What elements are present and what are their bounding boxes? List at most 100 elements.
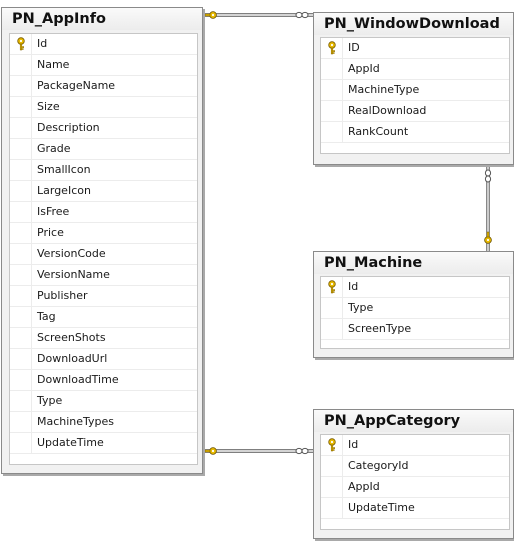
column-name: CategoryId [348,459,409,472]
row-selector [10,391,32,411]
column-row[interactable]: UpdateTime [10,433,197,454]
column-name: Id [37,37,48,50]
column-row[interactable]: ScreenShots [10,328,197,349]
row-selector [10,202,32,222]
column-name: VersionName [37,268,110,281]
column-name: Size [37,100,60,113]
column-row[interactable]: UpdateTime [321,498,509,519]
column-name: Tag [37,310,56,323]
relationship-line [486,165,490,251]
infinity-icon [295,11,309,19]
table-title[interactable]: PN_AppInfo [2,8,202,30]
column-name: Name [37,58,70,71]
column-row[interactable]: CategoryId [321,456,509,477]
row-selector [321,80,343,100]
column-row[interactable]: ScreenType [321,319,509,340]
column-row[interactable]: AppId [321,59,509,80]
column-row[interactable]: LargeIcon [10,181,197,202]
row-selector [10,97,32,117]
row-selector [321,38,343,58]
column-row[interactable]: AppId [321,477,509,498]
infinity-icon [484,169,492,183]
column-row[interactable]: Id [321,435,509,456]
column-row[interactable]: Price [10,223,197,244]
column-row[interactable]: MachineTypes [10,412,197,433]
column-row[interactable]: Size [10,97,197,118]
row-selector [10,244,32,264]
column-name: RealDownload [348,104,427,117]
primary-key-icon [328,438,336,452]
row-selector [10,76,32,96]
row-selector [10,160,32,180]
column-row[interactable]: IsFree [10,202,197,223]
column-name: PackageName [37,79,116,92]
table-title[interactable]: PN_WindowDownload [314,13,513,35]
column-row[interactable]: Tag [10,307,197,328]
column-name: Type [348,301,374,314]
column-row[interactable]: Id [321,277,509,298]
column-row[interactable]: VersionCode [10,244,197,265]
column-name: Type [37,394,63,407]
row-selector [10,139,32,159]
row-selector [10,265,32,285]
key-icon [204,447,217,455]
column-name: DownloadTime [37,373,119,386]
column-name: VersionCode [37,247,106,260]
column-row[interactable]: DownloadTime [10,370,197,391]
row-selector [321,59,343,79]
row-selector [10,55,32,75]
column-name: MachineTypes [37,415,115,428]
column-name: ScreenShots [37,331,106,344]
row-selector [10,181,32,201]
column-name: Id [348,438,359,451]
row-selector [321,435,343,455]
column-row[interactable]: RealDownload [321,101,509,122]
column-row[interactable]: Name [10,55,197,76]
column-name: Id [348,280,359,293]
table-title[interactable]: PN_Machine [314,252,513,274]
table-title[interactable]: PN_AppCategory [314,410,513,432]
column-row[interactable]: Publisher [10,286,197,307]
column-name: SmallIcon [37,163,91,176]
column-row[interactable]: DownloadUrl [10,349,197,370]
primary-key-icon [17,37,25,51]
row-selector [10,370,32,390]
column-name: AppId [348,480,380,493]
column-row[interactable]: Type [321,298,509,319]
relationship-line [203,449,313,453]
column-row[interactable]: Description [10,118,197,139]
column-row[interactable]: SmallIcon [10,160,197,181]
column-row[interactable]: MachineType [321,80,509,101]
row-selector [321,101,343,121]
relationship-line [203,13,313,17]
column-row[interactable]: PackageName [10,76,197,97]
row-selector [10,286,32,306]
row-selector [10,118,32,138]
column-name: DownloadUrl [37,352,108,365]
primary-key-icon [328,41,336,55]
column-row[interactable]: Type [10,391,197,412]
row-selector [10,307,32,327]
column-row[interactable]: ID [321,38,509,59]
row-selector [321,498,343,518]
row-selector [10,412,32,432]
column-row[interactable]: RankCount [321,122,509,143]
column-name: UpdateTime [348,501,415,514]
column-name: Price [37,226,64,239]
column-row[interactable]: Id [10,34,197,55]
column-name: ScreenType [348,322,412,335]
column-row[interactable]: Grade [10,139,197,160]
column-name: UpdateTime [37,436,104,449]
row-selector [10,349,32,369]
column-name: ID [348,41,360,54]
column-name: RankCount [348,125,409,138]
column-row[interactable]: VersionName [10,265,197,286]
